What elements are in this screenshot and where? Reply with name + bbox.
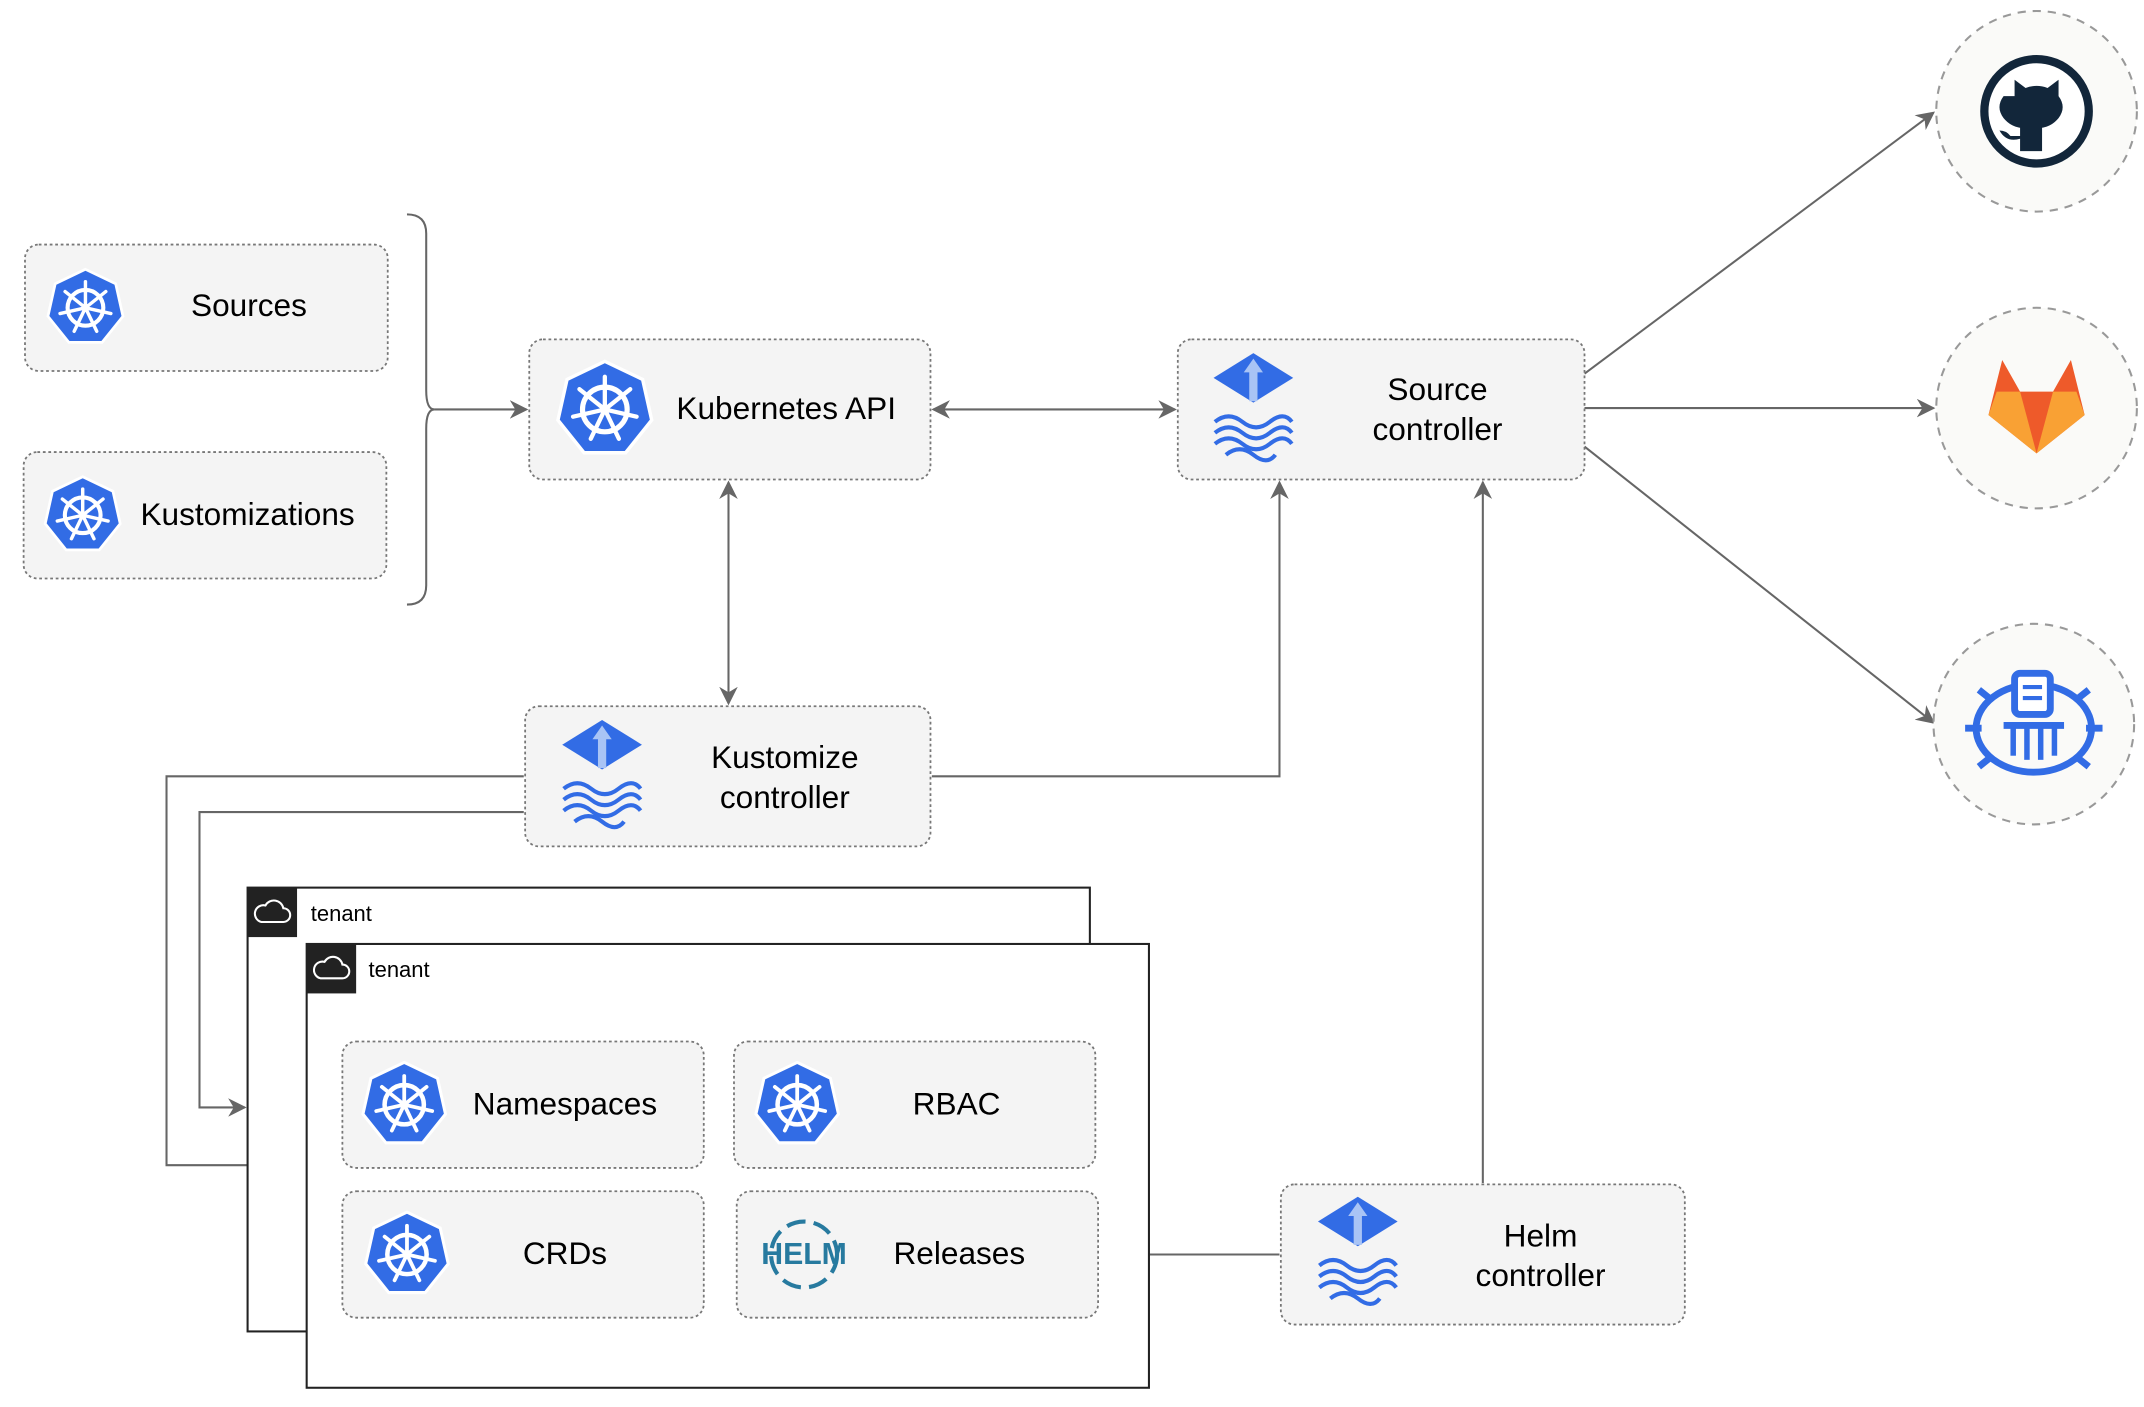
node-rbac[interactable]: RBAC <box>733 1040 1097 1169</box>
node-namespaces[interactable]: Namespaces <box>341 1040 705 1169</box>
edge-source-to-bucket <box>1583 445 1935 724</box>
edge-kustomize-to-tenant-2 <box>198 811 524 1117</box>
edge-kustomize-to-source <box>931 480 1289 778</box>
github-icon <box>1980 54 2093 168</box>
edge-source-to-github <box>1583 111 1935 375</box>
node-label: controller <box>1373 411 1503 447</box>
node-label: Source <box>1387 371 1487 407</box>
node-label: Kubernetes API <box>676 390 896 426</box>
tenant-label: tenant <box>369 957 430 982</box>
node-label: Kustomizations <box>140 496 354 532</box>
node-label: CRDs <box>523 1235 607 1271</box>
node-label: Namespaces <box>473 1085 657 1121</box>
helm-logo-text: HELM <box>761 1238 847 1271</box>
node-kustomizations[interactable]: Kustomizations <box>22 451 388 580</box>
node-releases[interactable]: HELM Releases <box>735 1190 1099 1319</box>
node-helm-controller[interactable]: Helm controller <box>1279 1183 1686 1326</box>
gitlab-icon <box>1988 359 2085 454</box>
node-kustomize-controller[interactable]: Kustomize controller <box>524 705 932 848</box>
node-label: Releases <box>893 1235 1025 1271</box>
node-label: Helm <box>1504 1217 1578 1253</box>
bucket-node[interactable] <box>1932 622 2136 826</box>
brace-bracket <box>406 213 435 606</box>
tenant-label: tenant <box>311 901 372 926</box>
edge-kustomize-to-tenant-1 <box>165 775 524 1175</box>
node-label: Sources <box>191 287 307 323</box>
node-label: controller <box>720 779 850 815</box>
gitlab-node[interactable] <box>1935 306 2138 510</box>
node-label: Kustomize <box>711 739 858 775</box>
helm-icon: HELM <box>761 1219 847 1290</box>
node-label: controller <box>1476 1257 1606 1293</box>
node-source-controller[interactable]: Source controller <box>1176 338 1586 481</box>
node-kubernetes-api[interactable]: Kubernetes API <box>528 338 932 481</box>
github-node[interactable] <box>1935 9 2138 213</box>
node-sources[interactable]: Sources <box>24 243 389 372</box>
node-crds[interactable]: CRDs <box>341 1190 705 1319</box>
bucket-icon <box>1965 669 2103 776</box>
node-label: RBAC <box>913 1085 1001 1121</box>
